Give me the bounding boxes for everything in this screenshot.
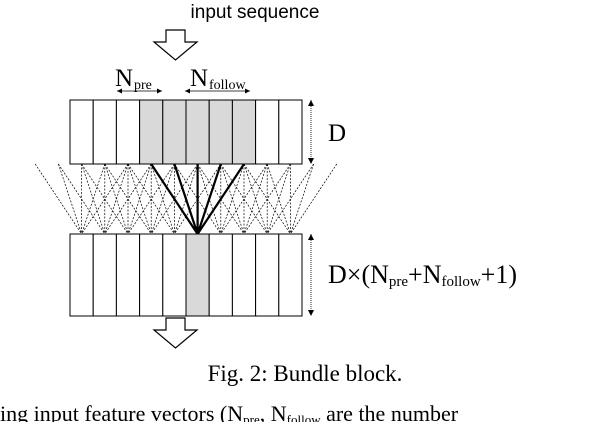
- bottom-dimension-arrow: [308, 234, 314, 316]
- bottom-row-cell: [255, 233, 280, 317]
- connection: [266, 163, 291, 235]
- bottom-row-cell: [185, 233, 210, 317]
- top-row-cell: [255, 99, 280, 165]
- svg-text:follow: follow: [209, 78, 246, 93]
- body-text-fragment: ing input feature vectors (Npre, Nfollow…: [0, 401, 459, 422]
- connection: [150, 163, 175, 235]
- connection: [290, 163, 338, 235]
- top-row-cell: [278, 99, 303, 165]
- connection: [58, 163, 82, 235]
- top-row-cell: [69, 99, 94, 165]
- connection: [290, 163, 314, 235]
- bottom-dimension-label: D×(Npre+Nfollow+1): [328, 260, 517, 290]
- bottom-row-cell: [278, 233, 303, 317]
- bottom-row-cell: [115, 233, 141, 317]
- bottom-row-cell: [231, 233, 257, 317]
- top-row-cell: [115, 99, 141, 165]
- n-pre-label: N pre: [115, 65, 162, 94]
- svg-text:N: N: [190, 65, 208, 92]
- connection: [81, 163, 106, 235]
- bottom-row-cell: [92, 233, 117, 317]
- input-sequence-label: input sequence: [191, 2, 320, 23]
- connection: [34, 163, 82, 235]
- top-row-cell: [139, 99, 164, 165]
- figure-caption: Fig. 2: Bundle block.: [208, 361, 403, 386]
- top-feature-row: [69, 99, 303, 165]
- svg-text:N: N: [115, 65, 133, 92]
- bottom-row-cell: [208, 233, 233, 317]
- bottom-row-cell: [139, 233, 164, 317]
- connection: [243, 163, 268, 235]
- input-arrow: [152, 29, 199, 61]
- connection: [220, 163, 245, 235]
- top-row-cell: [208, 99, 233, 165]
- top-row-cell: [162, 99, 187, 165]
- n-follow-label: N follow: [185, 65, 250, 94]
- top-row-cell: [185, 99, 210, 165]
- highlight-connection: [173, 163, 199, 235]
- bottom-row-cell: [69, 233, 94, 317]
- top-dimension-arrow: [308, 100, 314, 164]
- connection-lines: [34, 163, 338, 235]
- top-row-cell: [231, 99, 257, 165]
- bottom-feature-row: [69, 233, 303, 317]
- top-row-cell: [92, 99, 117, 165]
- svg-text:pre: pre: [134, 78, 152, 93]
- top-dimension-label: D: [328, 120, 346, 147]
- output-arrow: [152, 317, 199, 349]
- connection: [127, 163, 152, 235]
- connection: [197, 163, 222, 235]
- highlight-connection: [150, 163, 199, 235]
- connection: [104, 163, 129, 235]
- bottom-row-cell: [162, 233, 187, 317]
